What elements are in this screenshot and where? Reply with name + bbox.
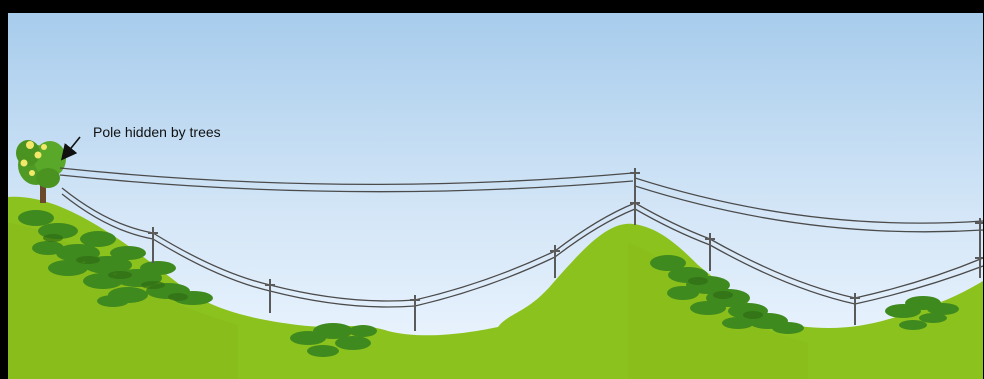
pole-hidden-annotation: Pole hidden by trees — [93, 125, 221, 139]
powerline-landscape-svg — [8, 13, 983, 379]
landscape-scene: Pole hidden by trees — [8, 13, 983, 379]
